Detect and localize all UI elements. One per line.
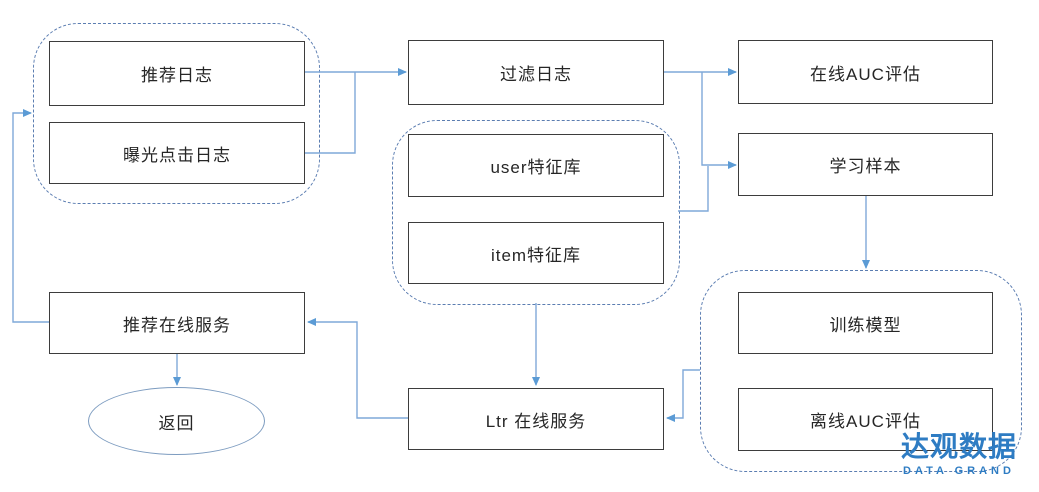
node-return-terminator: 返回 [88, 387, 265, 455]
node-recommend-online-service: 推荐在线服务 [49, 292, 305, 354]
node-online-auc: 在线AUC评估 [738, 40, 993, 104]
node-train-model: 训练模型 [738, 292, 993, 354]
node-exposure-click-log: 曝光点击日志 [49, 122, 305, 184]
edge-featuresgroup-merge [678, 166, 709, 212]
node-recommend-log: 推荐日志 [49, 41, 305, 106]
node-learning-samples: 学习样本 [738, 133, 993, 196]
node-filter-log: 过滤日志 [408, 40, 664, 105]
edge-filterlog-learningsamples [701, 72, 737, 169]
node-user-features: user特征库 [408, 134, 664, 197]
datagrand-logo: 达观数据 DATA GRAND [901, 433, 1017, 477]
edge-exposurelog-merge [305, 72, 356, 154]
datagrand-logo-subtitle: DATA GRAND [903, 465, 1015, 477]
training-group-container [700, 270, 1022, 472]
node-ltr-online-service: Ltr 在线服务 [408, 388, 664, 450]
edge-ltronline-recommendonline [307, 318, 408, 419]
datagrand-logo-title: 达观数据 [901, 431, 1018, 462]
edge-traininggroup-ltronline [666, 369, 700, 422]
logs-group-container [33, 23, 320, 204]
edge-recommendonline-logsgroup [12, 109, 49, 323]
node-item-features: item特征库 [408, 222, 664, 284]
node-offline-auc: 离线AUC评估 [738, 388, 993, 451]
